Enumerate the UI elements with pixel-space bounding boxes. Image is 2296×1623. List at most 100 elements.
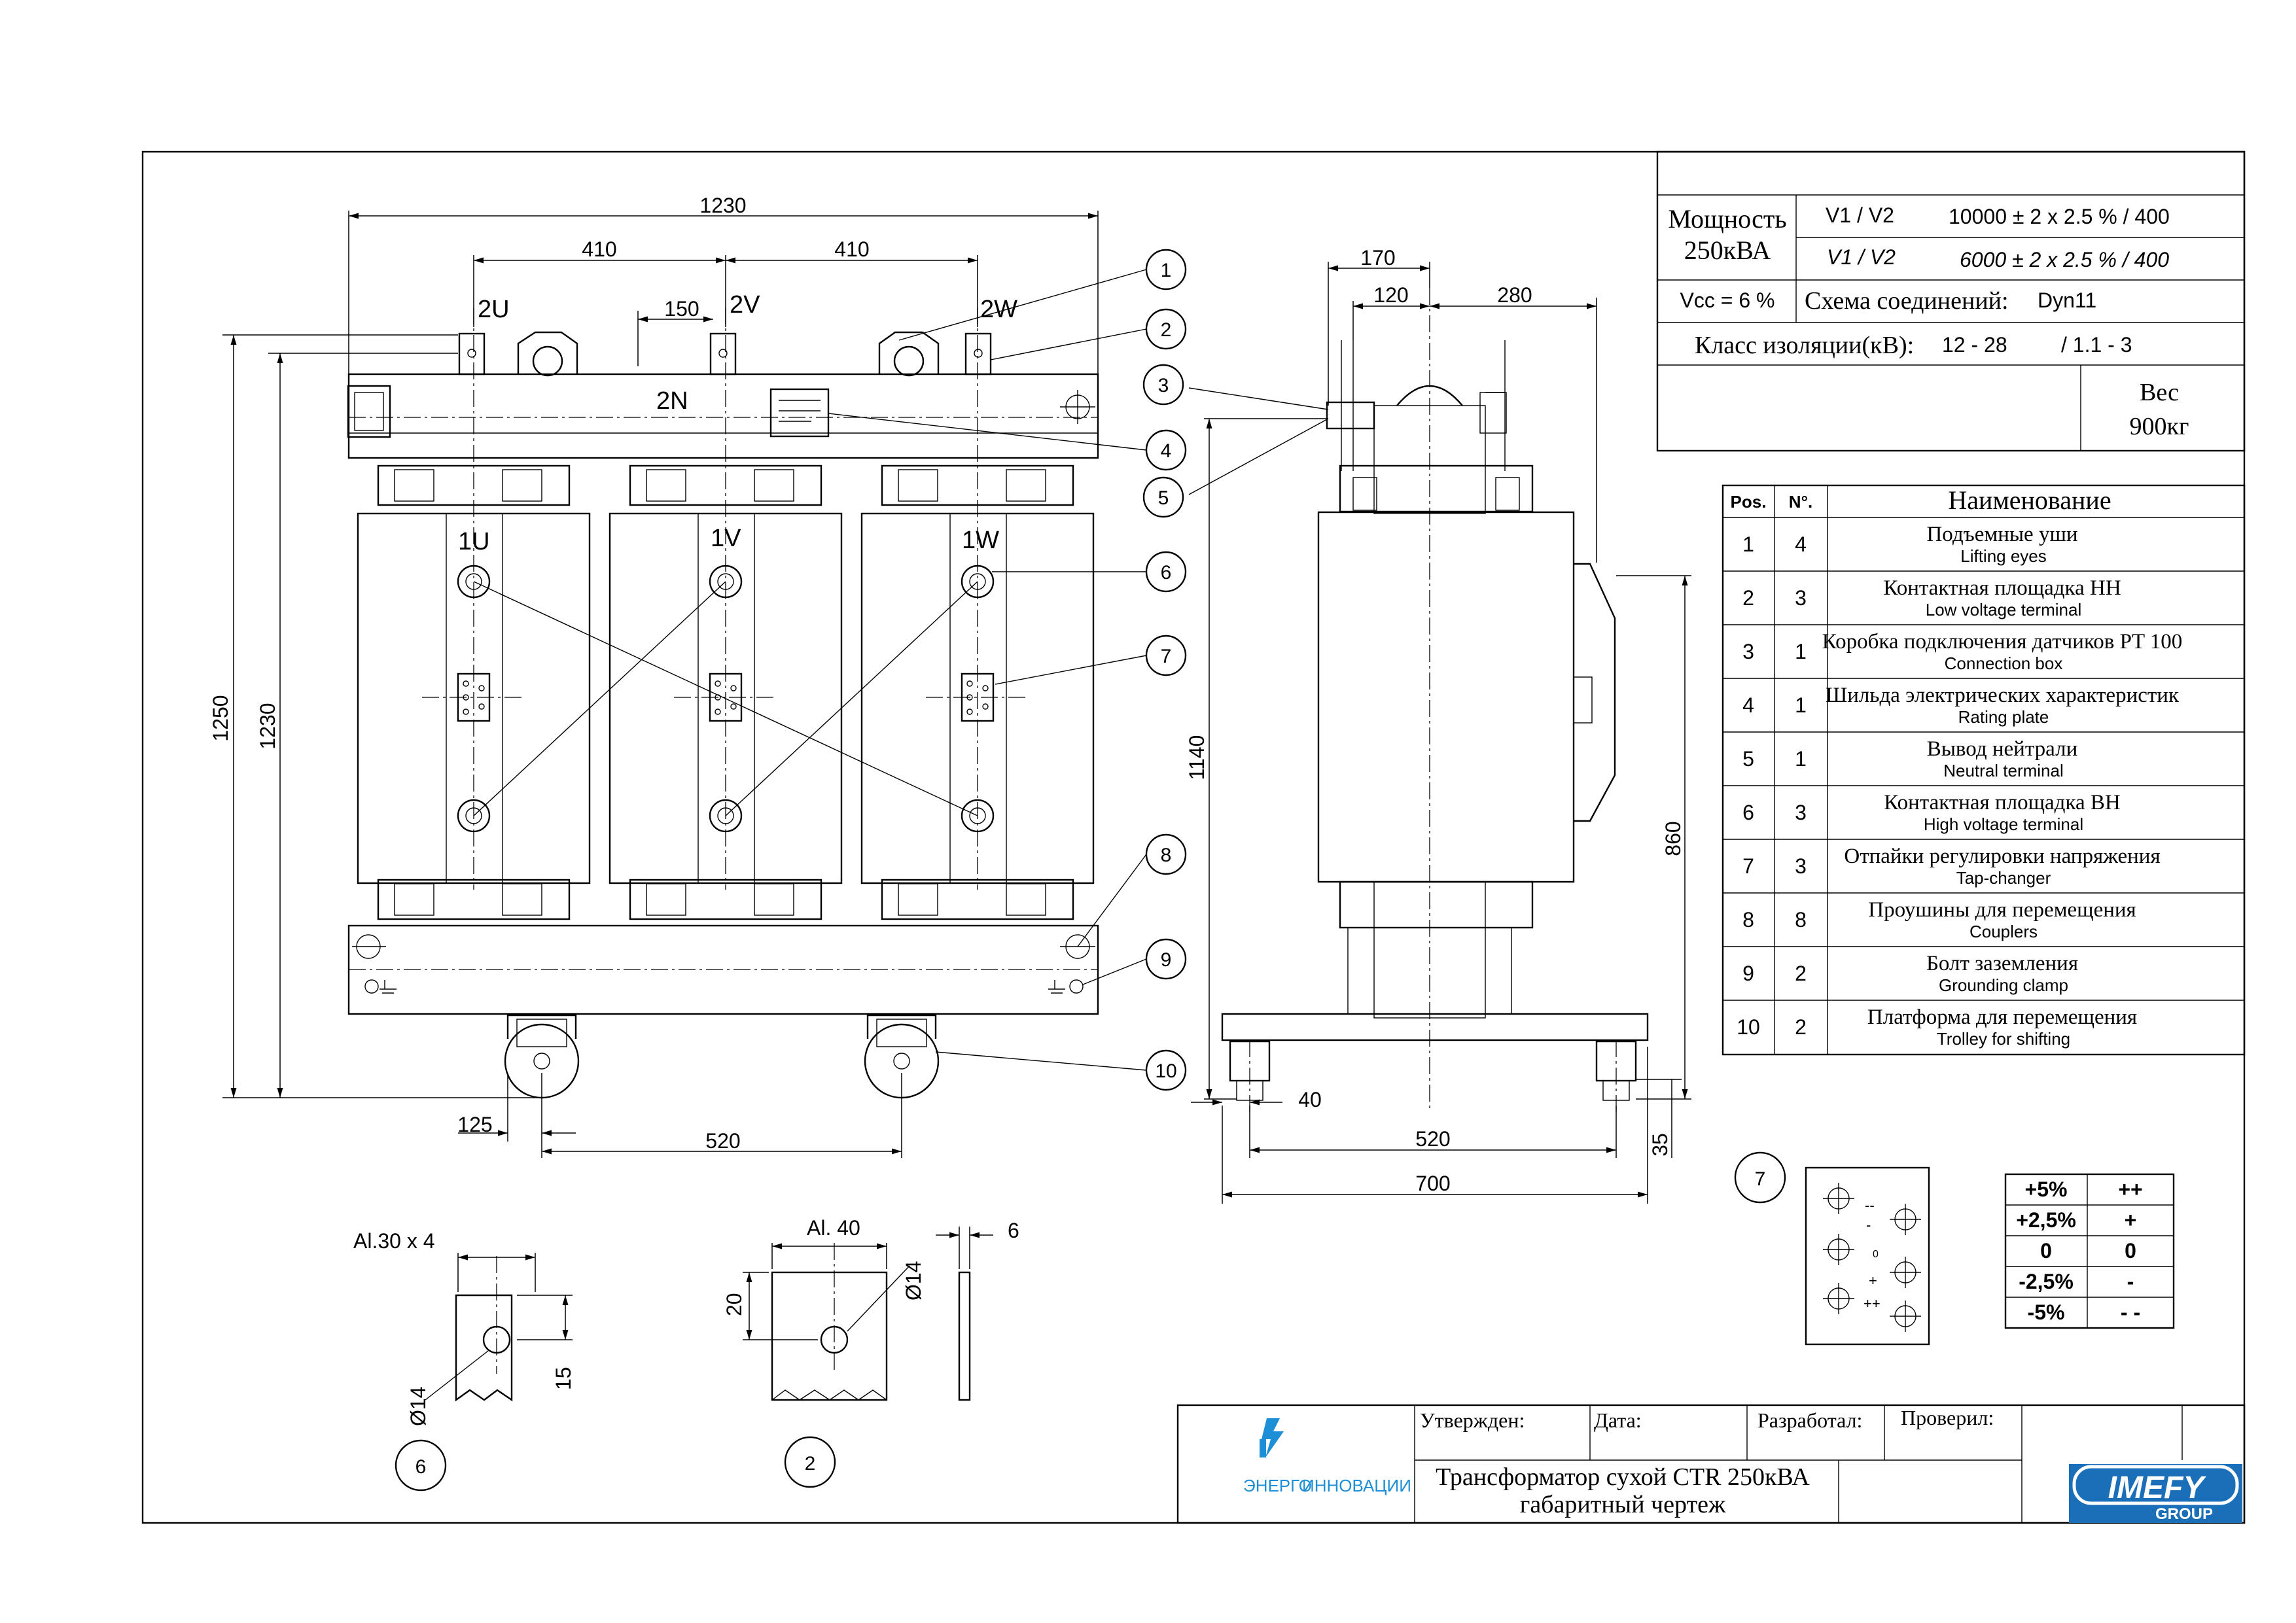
parts-row-name-en: Lifting eyes	[1960, 546, 2047, 566]
parts-row-name-ru: Вывод нейтрали	[1927, 737, 2077, 761]
energo-logo-text-1: ЭНЕРГО	[1243, 1476, 1312, 1495]
parts-header-name: Наименование	[1948, 485, 2111, 515]
detail6-material: Al.30 x 4	[353, 1229, 435, 1253]
parts-row-name-en: Grounding clamp	[1939, 975, 2068, 995]
parts-row-name-ru: Подъемные уши	[1926, 523, 2077, 546]
spec-power-value: 250кВА	[1684, 236, 1771, 265]
tap-table	[2004, 1173, 2175, 1329]
tap-row-sym: ++	[2118, 1178, 2142, 1201]
lv-terminal-2u	[458, 332, 486, 375]
detail-7	[1805, 1166, 1930, 1346]
callout-label: 7	[1161, 646, 1172, 667]
dim-520-side: 520	[1415, 1127, 1450, 1151]
callout-label: 10	[1155, 1060, 1176, 1082]
spec-insulation-value-2: / 1.1 - 3	[2061, 333, 2132, 357]
tap-mark-p: +	[1869, 1272, 1877, 1289]
bottom-clamps	[377, 879, 1074, 920]
dim-520-front: 520	[705, 1129, 740, 1153]
label-2n: 2N	[656, 387, 688, 415]
tap-row-sym: -	[2127, 1270, 2134, 1293]
parts-row-count: 1	[1795, 747, 1807, 771]
label-1w: 1W	[962, 527, 999, 554]
dim-170: 170	[1360, 246, 1395, 270]
dim-1230-top: 1230	[699, 194, 746, 217]
lv-terminal-2v	[709, 332, 737, 375]
parts-row-name-en: Neutral terminal	[1943, 761, 2064, 780]
parts-row-name-en: Rating plate	[1958, 707, 2049, 727]
parts-row-count: 2	[1795, 1015, 1807, 1039]
lifting-eye-right	[878, 331, 940, 374]
imefy-logo	[2069, 1464, 2242, 1523]
callout-5: 5	[1142, 476, 1184, 518]
callout-9: 9	[1145, 938, 1187, 980]
top-yoke	[347, 373, 1099, 459]
spec-weight-label: Вес	[2140, 379, 2179, 406]
callout-label: 7	[1755, 1168, 1766, 1190]
parts-row-name-ru: Болт заземления	[1926, 952, 2078, 975]
imefy-group-text: GROUP	[2155, 1505, 2213, 1523]
parts-header-pos: Pos.	[1731, 492, 1767, 512]
parts-table	[1722, 484, 2246, 1056]
lifting-eye-left	[517, 331, 578, 374]
callout-detail-6: 6	[395, 1439, 447, 1492]
label-1u: 1U	[458, 528, 490, 555]
callout-label: 6	[1161, 562, 1172, 584]
dim-860: 860	[1661, 821, 1685, 856]
callout-10: 10	[1145, 1049, 1187, 1091]
label-2u: 2U	[478, 296, 510, 323]
tap-row-pct: 0	[2040, 1239, 2052, 1263]
side-coil	[1317, 511, 1575, 883]
imefy-logo-text: IMEFY	[2108, 1471, 2207, 1505]
dim-125: 125	[457, 1113, 492, 1136]
callout-label: 1	[1161, 260, 1172, 281]
label-2v: 2V	[730, 291, 760, 319]
tap-row-pct: +5%	[2025, 1178, 2068, 1201]
callout-label: 4	[1161, 440, 1172, 462]
callout-3: 3	[1142, 364, 1184, 406]
tap-row-pct: +2,5%	[2016, 1208, 2076, 1232]
detail6-hole: Ø14	[406, 1387, 430, 1426]
tap-mark-mm: --	[1865, 1197, 1875, 1213]
callout-label: 2	[805, 1453, 816, 1475]
parts-row-pos: 2	[1742, 586, 1754, 610]
tb-title-2: габаритный чертеж	[1520, 1491, 1726, 1518]
parts-row-name-en: High voltage terminal	[1924, 814, 2083, 834]
spec-insulation-value-1: 12 - 28	[1942, 333, 2007, 357]
parts-row-pos: 6	[1742, 801, 1754, 824]
parts-row-name-en: Couplers	[1969, 922, 2038, 941]
parts-row-pos: 9	[1742, 962, 1754, 985]
spec-insulation-label: Класс изоляции(кВ):	[1695, 332, 1914, 359]
parts-row-name-ru: Шильда электрических характеристик	[1826, 684, 2180, 707]
parts-row-name-ru: Коробка подключения датчиков PT 100	[1822, 630, 2183, 654]
tb-approved: Утвержден:	[1420, 1408, 1525, 1432]
dim-700: 700	[1415, 1172, 1450, 1195]
energo-logo	[1260, 1418, 1284, 1457]
parts-row-pos: 10	[1737, 1015, 1760, 1039]
callout-4: 4	[1145, 429, 1187, 471]
front-view	[222, 211, 1147, 1158]
detail-2	[743, 1227, 993, 1401]
tb-developed: Разработал:	[1757, 1408, 1862, 1432]
dim-410-right: 410	[834, 237, 869, 261]
tap-row-sym: - -	[2121, 1300, 2140, 1324]
callout-label: 8	[1161, 845, 1172, 866]
front-dimensions	[222, 211, 1099, 1158]
tb-date: Дата:	[1594, 1408, 1642, 1432]
spec-v-value-2: 6000 ± 2 x 2.5 % / 400	[1960, 248, 2169, 271]
dim-35: 35	[1648, 1133, 1672, 1157]
callout-8: 8	[1145, 833, 1187, 875]
detail6-dim: 15	[552, 1367, 575, 1390]
label-1v: 1V	[711, 525, 741, 552]
callout-label: 2	[1161, 319, 1172, 341]
parts-row-name-ru: Отпайки регулировки напряжения	[1844, 845, 2160, 868]
callout-detail-2: 2	[784, 1436, 836, 1488]
parts-row-pos: 7	[1742, 854, 1754, 878]
label-2w: 2W	[980, 296, 1017, 323]
spec-scheme-label: Схема соединений:	[1805, 287, 2009, 315]
dim-120: 120	[1373, 283, 1408, 307]
